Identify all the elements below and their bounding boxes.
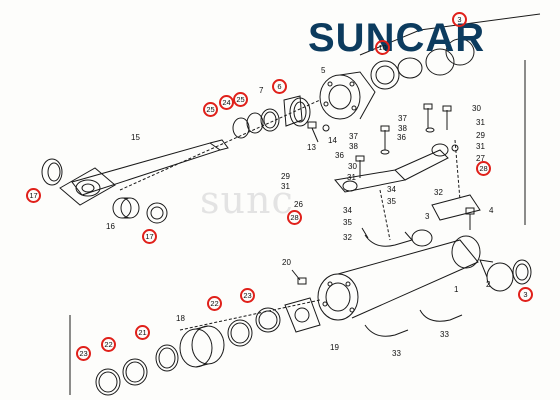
callout-6-highlight: 6	[272, 79, 287, 94]
bushing-2	[486, 262, 514, 292]
callout-17-highlight-b: 17	[142, 229, 157, 244]
clamp-32-left	[361, 227, 413, 247]
callout-23-highlight-a: 23	[240, 288, 255, 303]
ring-22-upper	[227, 319, 253, 347]
clamp-33-right	[419, 309, 463, 322]
callout-2: 2	[486, 280, 491, 289]
callout-10-highlight: 10	[375, 40, 390, 55]
callout-29a: 29	[476, 131, 485, 140]
piston-rod-15	[59, 139, 229, 206]
callout-3-highlight: 3	[452, 12, 467, 27]
callout-17-highlight-a: 17	[26, 188, 41, 203]
bushing-17-left	[41, 158, 63, 186]
piston-18	[179, 325, 225, 368]
callout-33b: 33	[392, 349, 401, 358]
clamp-33-left	[364, 324, 409, 337]
callout-24-highlight: 24	[219, 95, 234, 110]
callout-25-highlight-b: 25	[203, 102, 218, 117]
callout-32a: 32	[434, 188, 443, 197]
ring-10b	[397, 57, 423, 79]
callout-31b: 31	[476, 142, 485, 151]
bolts-37-30	[355, 103, 459, 178]
callout-35b: 35	[343, 218, 352, 227]
callout-21-highlight: 21	[135, 325, 150, 340]
callout-7: 7	[259, 86, 264, 95]
seal-6	[289, 97, 311, 127]
callout-4: 4	[489, 206, 494, 215]
seal-24	[246, 112, 264, 134]
leader-line-rod	[119, 99, 321, 191]
callout-13: 13	[307, 143, 316, 152]
ring-21	[155, 344, 179, 372]
callout-35a: 35	[387, 197, 396, 206]
callout-16: 16	[106, 222, 115, 231]
callout-33a: 33	[440, 330, 449, 339]
watermark: sunc	[200, 178, 294, 222]
callout-20: 20	[282, 258, 291, 267]
leader-line-piston	[179, 299, 321, 331]
snap-ring-7	[283, 95, 303, 127]
callout-31a: 31	[476, 118, 485, 127]
callout-30b: 30	[348, 162, 357, 171]
callout-28-highlight-b: 28	[287, 210, 302, 225]
callout-18: 18	[176, 314, 185, 323]
callout-22-highlight-a: 22	[207, 296, 222, 311]
nut-19	[284, 297, 321, 333]
callout-1: 1	[454, 285, 459, 294]
bearing-10	[370, 60, 400, 90]
dust-seal-17-lower	[146, 202, 168, 224]
bushing-3	[411, 229, 433, 247]
callout-32b: 32	[343, 233, 352, 242]
callout-27: 27	[476, 154, 485, 163]
callout-30a: 30	[472, 104, 481, 113]
callout-26: 26	[294, 200, 303, 209]
callout-28-highlight-a: 28	[476, 161, 491, 176]
bolt-13	[311, 127, 319, 143]
callout-23-highlight-b: 23	[76, 346, 91, 361]
callout-29b: 29	[281, 172, 290, 181]
callout-37b: 37	[349, 132, 358, 141]
link-bracket-26	[334, 143, 449, 193]
callout-38a: 38	[398, 124, 407, 133]
ring-23-lower	[95, 368, 121, 396]
callout-38b: 38	[349, 142, 358, 151]
callout-3: 3	[425, 212, 430, 221]
seal-3	[512, 259, 532, 285]
callout-34b: 34	[343, 206, 352, 215]
seal-25	[232, 117, 250, 139]
callout-22-highlight-b: 22	[101, 337, 116, 352]
callout-5: 5	[321, 66, 326, 75]
callout-36b: 36	[335, 151, 344, 160]
cylinder-tube-1	[317, 235, 481, 321]
callout-36a: 36	[397, 133, 406, 142]
clamp-32-right	[431, 194, 481, 221]
ring-22-lower	[122, 358, 148, 386]
callout-25-highlight-a: 25	[233, 92, 248, 107]
ring-23-upper	[255, 307, 281, 333]
callout-15: 15	[131, 133, 140, 142]
callout-34a: 34	[387, 185, 396, 194]
bushing-16	[112, 197, 140, 219]
callout-37a: 37	[398, 114, 407, 123]
callout-31c: 31	[347, 173, 356, 182]
callout-19: 19	[330, 343, 339, 352]
callout-31d: 31	[281, 182, 290, 191]
washer-14	[322, 124, 330, 132]
callout-14: 14	[328, 136, 337, 145]
ring-25	[260, 108, 280, 132]
cylinder-head-5	[319, 71, 376, 120]
callout-3-highlight-b: 3	[518, 287, 533, 302]
